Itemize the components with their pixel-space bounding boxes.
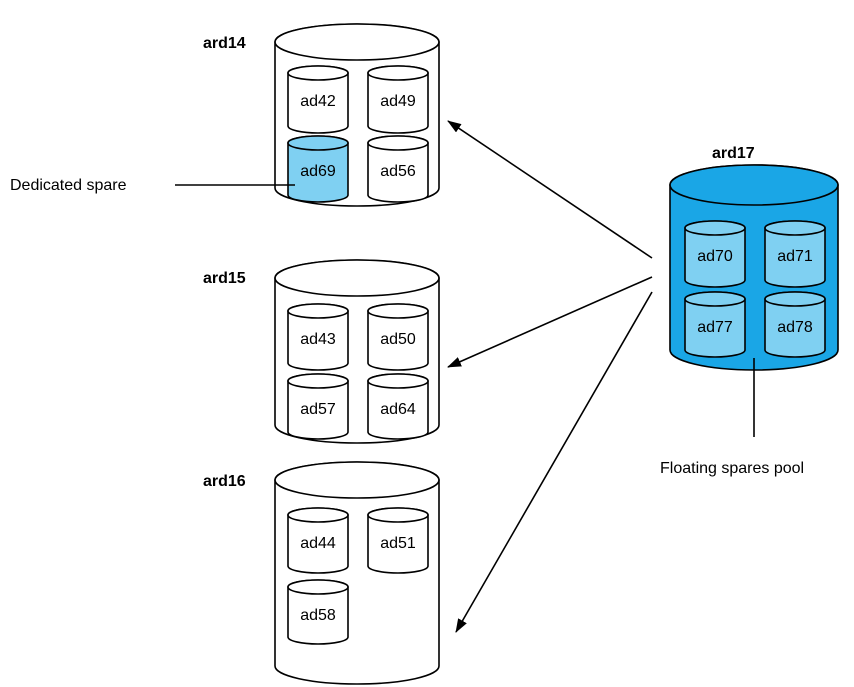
arrow-to-ard16 (455, 291, 653, 633)
arrow-to-ard15 (447, 276, 653, 368)
disk-label: ad77 (697, 319, 733, 336)
disk-label: ad49 (380, 93, 416, 110)
array-title: ard14 (203, 35, 246, 52)
disk-label: ad43 (300, 331, 336, 348)
pool-disk: ad77 (684, 291, 746, 358)
disk: ad57 (287, 373, 349, 440)
disk-label: ad78 (777, 319, 813, 336)
disk: ad43 (287, 303, 349, 371)
array-ard15: ard15 ad43 ad50 ad57 ad64 (203, 259, 440, 444)
array-ard16: ard16 ad44 ad51 ad58 (203, 461, 440, 685)
disk-label: ad57 (300, 401, 336, 418)
array-title: ard16 (203, 473, 246, 490)
arrow-to-ard14 (447, 120, 653, 259)
pool-title: ard17 (712, 145, 755, 162)
disk-label: ad44 (300, 535, 336, 552)
array-ard14: ard14 ad42 ad49 ad69 ad56 (203, 23, 440, 207)
disk: ad50 (367, 303, 429, 371)
disk-label: ad71 (777, 248, 813, 265)
floating-pool-ard17: ard17 ad70 ad71 ad77 ad78 (669, 145, 839, 371)
disk: ad42 (287, 65, 349, 134)
floating-pool-callout: Floating spares pool (660, 358, 804, 477)
disk-label: ad58 (300, 607, 336, 624)
disk-label: ad51 (380, 535, 416, 552)
pool-disk: ad71 (764, 220, 826, 288)
dedicated-spare-label: Dedicated spare (10, 177, 127, 194)
pool-disk: ad70 (684, 220, 746, 288)
dedicated-spare-callout: Dedicated spare (10, 177, 295, 194)
array-title: ard15 (203, 270, 246, 287)
disk-label: ad56 (380, 163, 416, 180)
dedicated-spare-disk: ad69 (287, 135, 349, 203)
disk-label: ad64 (380, 401, 416, 418)
disk: ad58 (287, 579, 349, 645)
disk: ad49 (367, 65, 429, 134)
disk: ad56 (367, 135, 429, 203)
disk-label: ad50 (380, 331, 416, 348)
disk-label: ad69 (300, 163, 336, 180)
disk-label: ad42 (300, 93, 336, 110)
pool-disk: ad78 (764, 291, 826, 358)
disk: ad44 (287, 507, 349, 574)
disk: ad64 (367, 373, 429, 440)
floating-pool-label: Floating spares pool (660, 460, 804, 477)
disk-label: ad70 (697, 248, 733, 265)
array-cylinder (274, 461, 440, 685)
disk: ad51 (367, 507, 429, 574)
